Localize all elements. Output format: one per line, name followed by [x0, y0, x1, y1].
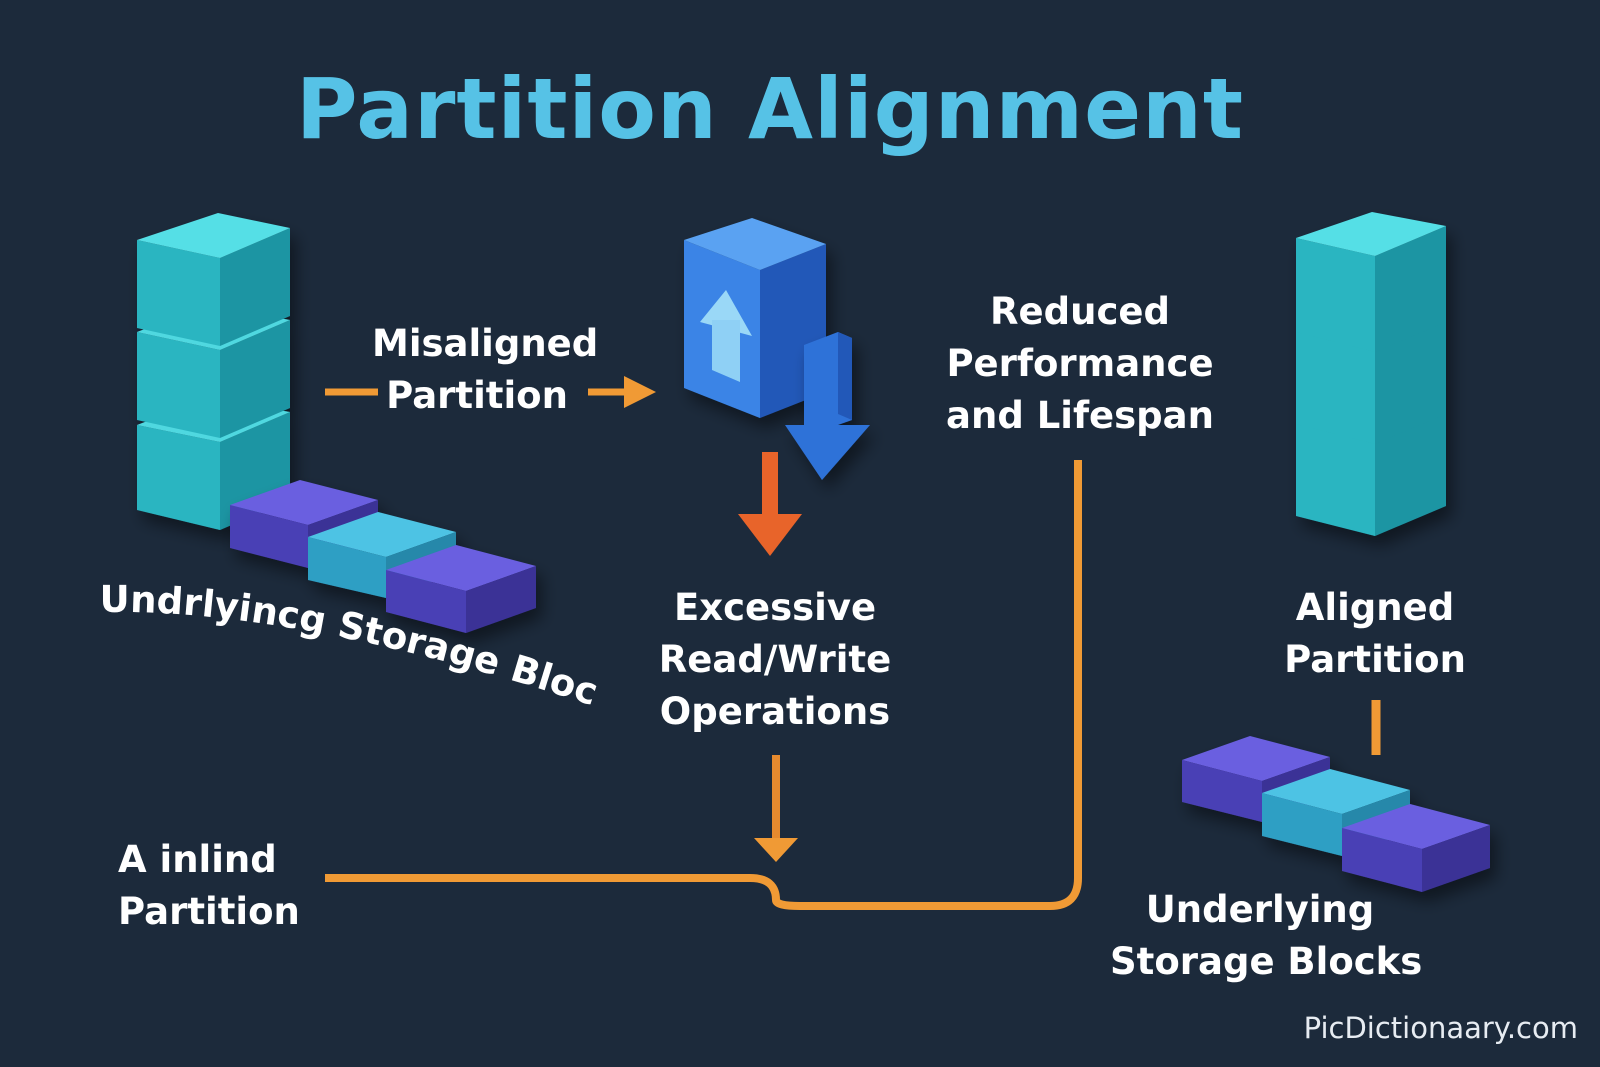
aligned-line-1: Aligned	[1295, 586, 1455, 629]
underlying-right-line-1: Underlying	[1145, 888, 1375, 931]
underlying-right-line-2: Storage Blocks	[1110, 940, 1423, 983]
right-block-3	[1342, 804, 1490, 892]
reduced-line-2: Performance	[946, 342, 1214, 385]
reduced-performance-label: Reduced Performance and Lifespan	[935, 286, 1225, 442]
page-title: Partition Alignment	[295, 60, 1245, 158]
left-storage-blocks	[230, 480, 536, 633]
inlind-connector	[325, 460, 1082, 910]
excessive-line-3: Operations	[659, 690, 891, 733]
reduced-line-3: and Lifespan	[946, 394, 1214, 437]
right-cube-stack	[1296, 212, 1446, 536]
misaligned-line-2: Partition	[386, 374, 568, 417]
excessive-down-arrow	[738, 452, 802, 556]
right-storage-blocks	[1182, 736, 1490, 892]
aligned-line-2: Partition	[1284, 638, 1466, 681]
reduced-line-1: Reduced	[990, 290, 1170, 333]
inlind-partition-label: A inlind Partition	[118, 834, 308, 938]
inlind-line-2: Partition	[118, 890, 300, 933]
inlind-line-1: A inlind	[118, 838, 277, 881]
misaligned-line-1: Misaligned	[372, 322, 599, 365]
underlying-right-label: Underlying Storage Blocks	[1110, 884, 1423, 988]
excessive-line-2: Read/Write	[658, 638, 892, 681]
watermark: PicDictionaary.com	[1303, 1011, 1578, 1045]
misaligned-partition-label: Misaligned Partition	[372, 318, 599, 422]
excessive-operations-label: Excessive Read/Write Operations	[640, 582, 910, 738]
operations-arrowhead	[754, 838, 798, 862]
left-cube-stack	[137, 213, 290, 530]
misaligned-arrow-right	[588, 376, 656, 408]
excessive-line-1: Excessive	[673, 586, 877, 629]
down-arrow-icon	[785, 332, 870, 480]
right-cube-top	[1296, 212, 1446, 352]
left-cube-top	[137, 213, 290, 346]
left-block-3	[386, 545, 536, 633]
aligned-partition-label: Aligned Partition	[1270, 582, 1480, 686]
up-arrow-icon	[700, 290, 752, 382]
